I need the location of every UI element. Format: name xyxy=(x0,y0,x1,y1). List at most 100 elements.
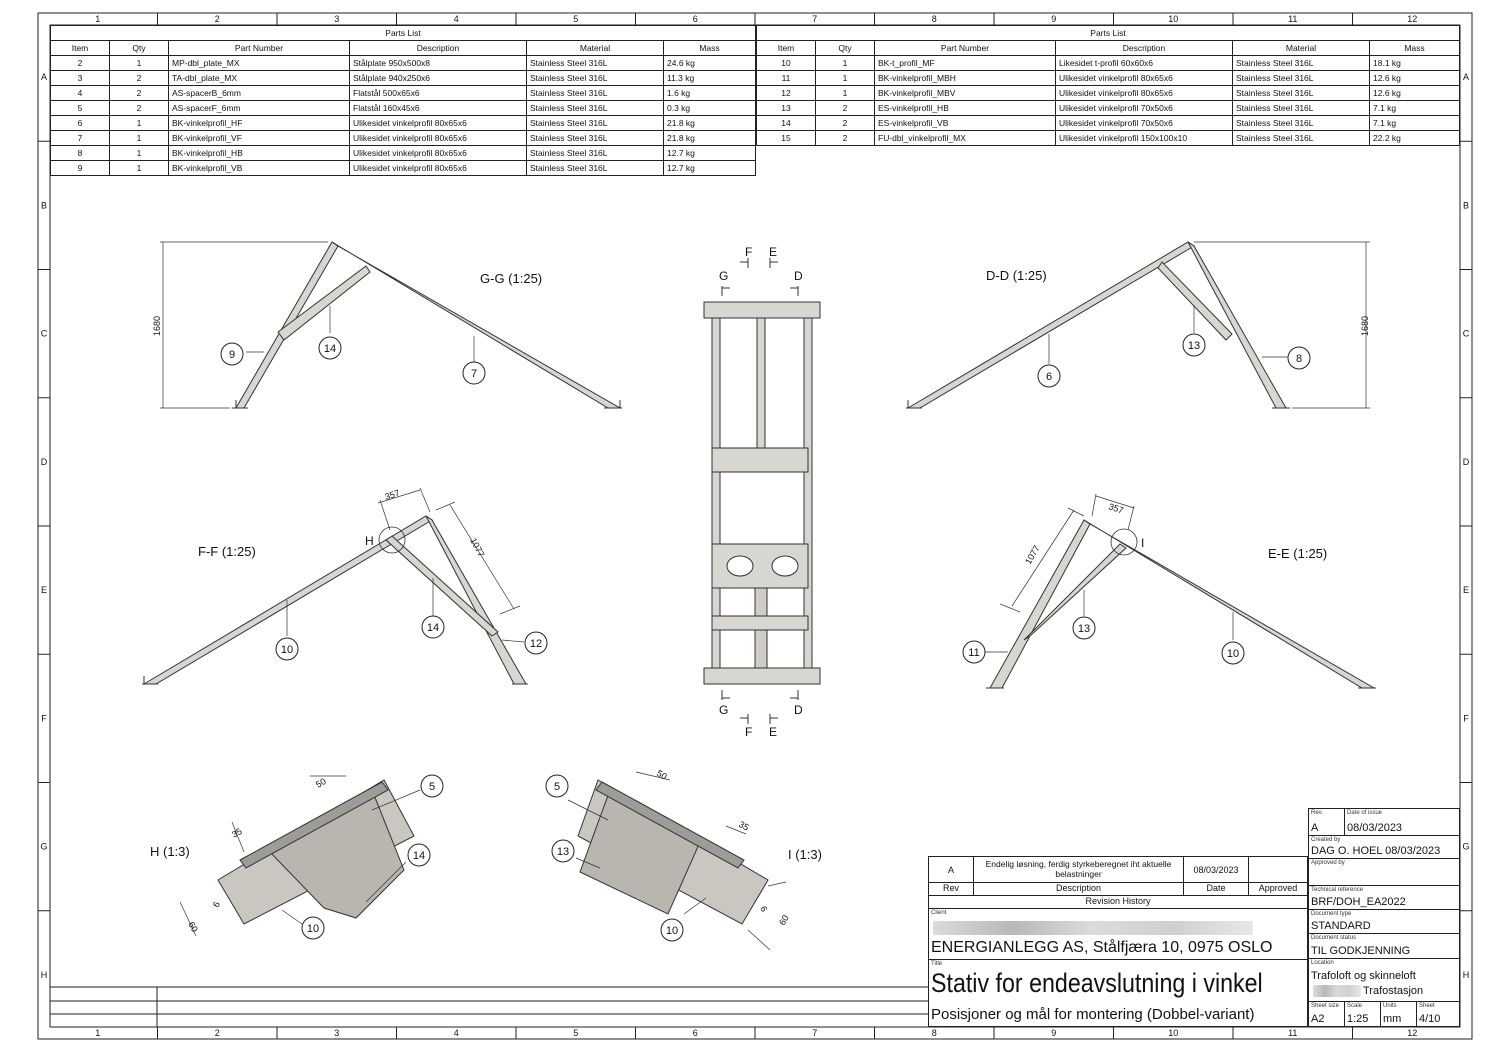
table-cell: Stainless Steel 316L xyxy=(1232,70,1370,86)
svg-text:12: 12 xyxy=(530,638,542,650)
balloon-7: 7 xyxy=(462,361,486,385)
svg-text:6: 6 xyxy=(1046,371,1052,383)
table-cell: AS-spacerF_6mm xyxy=(168,100,350,116)
zone-row-label: G xyxy=(40,842,47,852)
svg-text:14: 14 xyxy=(324,343,336,355)
table-cell: 10 xyxy=(756,55,816,71)
table-cell: 1.6 kg xyxy=(663,85,756,101)
balloon-9: 9 xyxy=(220,342,244,366)
zone-column-label: 2 xyxy=(215,14,220,24)
bottom-left-grid xyxy=(50,986,928,1027)
zone-column-label: 8 xyxy=(932,14,937,24)
view-h-label: H (1:3) xyxy=(150,844,190,859)
balloon-6: 6 xyxy=(1037,364,1061,388)
svg-text:10: 10 xyxy=(281,644,293,656)
table-cell: BK-vinkelprofil_MBH xyxy=(874,70,1056,86)
table-cell: 14 xyxy=(756,115,816,131)
zone-row-label: E xyxy=(41,585,47,595)
table-cell: BK-vinkelprofil_HF xyxy=(168,115,350,131)
zone-column-label: 12 xyxy=(1407,1028,1417,1038)
svg-text:9: 9 xyxy=(229,349,235,361)
table-cell: 1 xyxy=(109,160,169,176)
table-cell: Stainless Steel 316L xyxy=(1232,130,1370,146)
table-cell: 2 xyxy=(815,115,875,131)
section-e-bottom: E xyxy=(769,725,777,739)
table-cell: 15 xyxy=(756,130,816,146)
zone-row-label: D xyxy=(41,457,48,467)
table-cell: Ulikesidet vinkelprofil 80x65x6 xyxy=(349,115,527,131)
table-cell: Stainless Steel 316L xyxy=(526,115,664,131)
table-cell: Stainless Steel 316L xyxy=(526,55,664,71)
balloon-14: 14 xyxy=(421,615,445,639)
scale-label: Scale xyxy=(1347,1003,1363,1009)
balloon-11: 11 xyxy=(962,640,986,664)
zone-row-label: G xyxy=(1462,842,1469,852)
zone-column-label: 5 xyxy=(573,14,578,24)
zone-column-label: 6 xyxy=(693,1028,698,1038)
zone-column-label: 6 xyxy=(693,14,698,24)
svg-text:14: 14 xyxy=(413,850,425,862)
location-label: Location xyxy=(1311,960,1334,966)
table-cell: 9 xyxy=(50,160,110,176)
zone-column-label: 7 xyxy=(812,1028,817,1038)
balloon-14: 14 xyxy=(407,843,431,867)
table-cell: Ulikesidet vinkelprofil 150x100x10 xyxy=(1055,130,1233,146)
table-cell: Stainless Steel 316L xyxy=(526,145,664,161)
balloon-10: 10 xyxy=(660,918,684,942)
col-material: Material xyxy=(1232,40,1370,56)
sheetsize-label: Sheet size xyxy=(1311,1003,1340,1009)
view-gg xyxy=(160,241,622,409)
svg-text:13: 13 xyxy=(1078,623,1090,635)
title-label: Title xyxy=(931,961,943,967)
zone-row-label: C xyxy=(41,329,48,339)
zone-column-label: 11 xyxy=(1288,1028,1297,1038)
table-cell: Likesidet t-profil 60x60x6 xyxy=(1055,55,1233,71)
svg-text:13: 13 xyxy=(1188,340,1200,352)
table-cell: BK-vinkelprofil_MBV xyxy=(874,85,1056,101)
client-label: Client xyxy=(931,910,947,916)
table-cell: Flatstål 160x45x6 xyxy=(349,100,527,116)
table-cell: Stainless Steel 316L xyxy=(526,100,664,116)
section-f-bottom: F xyxy=(745,725,752,739)
techref-value: BRF/DOH_EA2022 xyxy=(1311,896,1406,908)
zone-row-label: E xyxy=(1463,585,1469,595)
col-mass: Mass xyxy=(1369,40,1460,56)
svg-text:10: 10 xyxy=(307,923,319,935)
table-cell: Stainless Steel 316L xyxy=(526,70,664,86)
table-cell: AS-spacerB_6mm xyxy=(168,85,350,101)
view-dd-dim: 1680 xyxy=(1360,316,1370,336)
table-cell: 0.3 kg xyxy=(663,100,756,116)
table-cell: MP-dbl_plate_MX xyxy=(168,55,350,71)
zone-row-label: D xyxy=(1463,457,1470,467)
zone-column-label: 1 xyxy=(95,1028,100,1038)
revision-description: Endelig løsning, ferdig styrkeberegnet i… xyxy=(985,859,1172,879)
doctype-value: STANDARD xyxy=(1311,920,1371,932)
svg-text:5: 5 xyxy=(429,781,435,793)
view-ff xyxy=(142,487,528,685)
title-area: Client ENERGIANLEGG AS, Stålfjæra 10, 09… xyxy=(928,908,1308,1027)
view-h-dim-6: 6 xyxy=(211,900,222,909)
svg-text:10: 10 xyxy=(666,925,678,937)
table-cell: BK-t_profil_MF xyxy=(874,55,1056,71)
table-cell: 1 xyxy=(815,70,875,86)
rev-value: A xyxy=(1311,822,1319,834)
units-value: mm xyxy=(1383,1013,1402,1025)
table-cell: 21.8 kg xyxy=(663,130,756,146)
parts-list-caption: Parts List xyxy=(756,25,1460,41)
table-cell: Ulikesidet vinkelprofil 80x65x6 xyxy=(349,145,527,161)
table-cell: Stainless Steel 316L xyxy=(1232,55,1370,71)
table-cell: Stålplate 940x250x6 xyxy=(349,70,527,86)
table-cell: TA-dbl_plate_MX xyxy=(168,70,350,86)
zone-row-label: C xyxy=(1463,329,1470,339)
docstatus-label: Document status xyxy=(1311,935,1357,941)
view-ee-dim2: 1077 xyxy=(1023,544,1042,566)
balloon-14: 14 xyxy=(318,336,342,360)
drawing-title: Stativ for endeavslutning i vinkel xyxy=(931,968,1263,998)
zone-column-label: 3 xyxy=(334,1028,339,1038)
balloon-13: 13 xyxy=(1072,616,1096,640)
col-description: Description xyxy=(1055,40,1233,56)
